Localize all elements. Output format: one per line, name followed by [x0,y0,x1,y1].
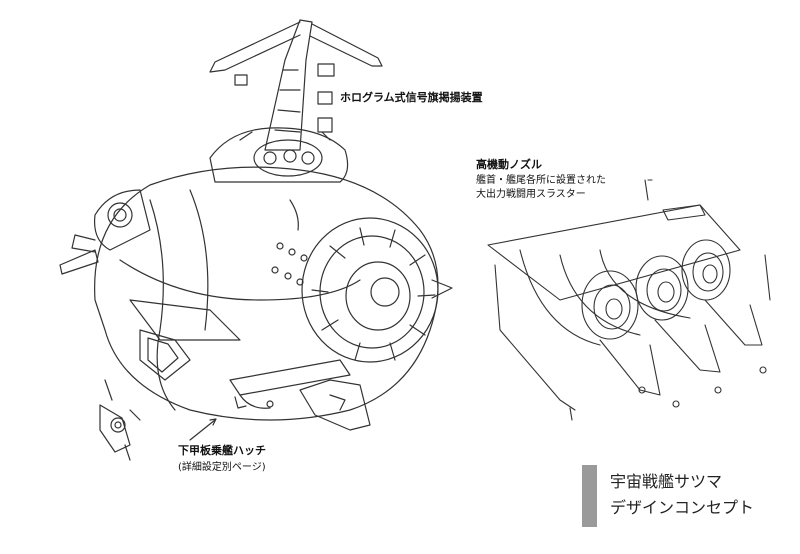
lower-deck-hatch-note: (詳細設定別ページ) [178,462,266,473]
nozzle-desc-line-1: 艦首・艦尾各所に設置された [476,175,606,186]
ventral-fins [234,379,371,431]
title-block: 宇宙戦艦サツマ デザインコンセプト [582,465,782,527]
hologram-signal-flag-label: ホログラム式信号旗掲揚装置 [340,91,483,104]
bridge [209,127,349,183]
title-accent-bar [582,465,597,527]
main-ship-sketch [59,19,453,461]
nozzle-desc-line-2: 大出力戦闘用スラスター [476,189,586,200]
title-line-1: 宇宙戦艦サツマ [610,472,723,491]
lower-deck-hatch-label: 下甲板乗艦ハッチ [178,444,266,457]
hatch-leader-arrow [189,418,217,441]
nozzle-detail-sketch [487,179,771,421]
main-hull [94,166,439,421]
hatch-mechanism [99,379,141,461]
signal-mast [209,19,383,151]
bow-nozzle [301,217,453,363]
port-side-details [59,189,151,275]
nozzle-title-label: 高機動ノズル [476,158,542,171]
title-line-2: デザインコンセプト [610,498,755,517]
